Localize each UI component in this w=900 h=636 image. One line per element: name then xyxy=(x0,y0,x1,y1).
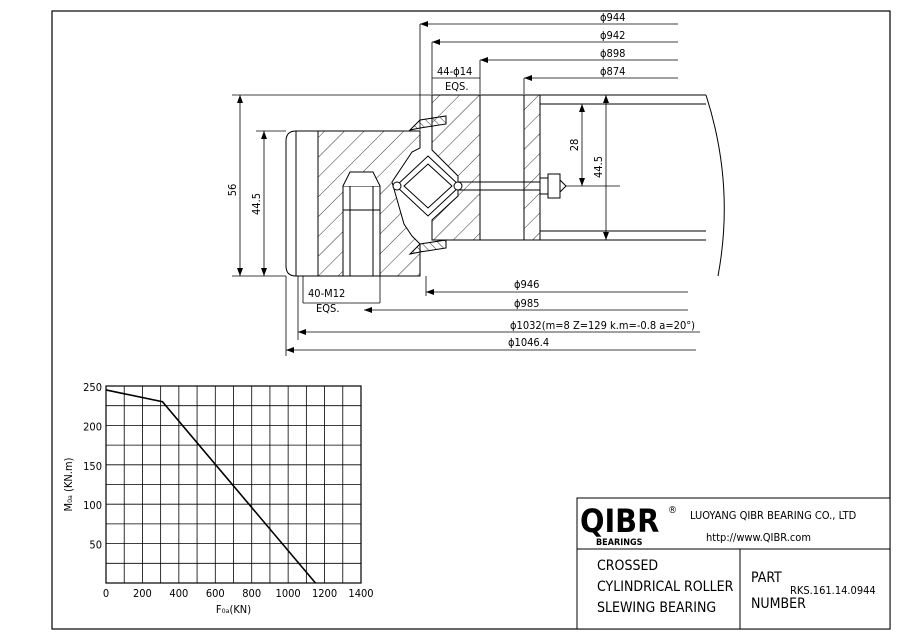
dim-1032: ϕ1032(m=8 Z=129 k.m=-0.8 a=20°) xyxy=(510,319,695,332)
description-line-3: SLEWING BEARING xyxy=(597,600,716,616)
y-tick-label: 250 xyxy=(83,381,102,394)
dim-height-44-5-right: 44.5 xyxy=(592,156,605,178)
dim-1046: ϕ1046.4 xyxy=(508,336,549,349)
dim-946: ϕ946 xyxy=(514,278,539,291)
grease-nipple xyxy=(458,173,567,199)
part-label-1: PART xyxy=(751,570,782,586)
dimension-lines xyxy=(232,23,700,356)
load-chart: 0 200 400 600 800 1000 1200 1400 50 100 150 200 250F… xyxy=(62,381,374,616)
dim-height-28: 28 xyxy=(568,139,581,152)
outer-ring xyxy=(285,130,421,277)
registered-mark: ® xyxy=(668,505,677,516)
y-axis-label: M₀ₐ (KN.m) xyxy=(62,457,75,511)
dim-eqs-2: EQS. xyxy=(316,302,339,315)
y-tick-label: 200 xyxy=(83,420,102,433)
logo-subtext: BEARINGS xyxy=(596,538,643,548)
x-tick-label: 1000 xyxy=(276,587,301,600)
dim-height-44-5-left: 44.5 xyxy=(250,193,263,215)
x-tick-label: 1400 xyxy=(348,587,373,600)
roller xyxy=(392,155,463,217)
dim-942: ϕ942 xyxy=(600,29,625,42)
x-tick-label: 200 xyxy=(133,587,152,600)
x-tick-label: 400 xyxy=(169,587,188,600)
part-number: RKS.161.14.0944 xyxy=(790,584,876,597)
description-line-2: CYLINDRICAL ROLLER xyxy=(597,579,734,595)
bearing-section xyxy=(285,94,725,277)
x-tick-label: 600 xyxy=(206,587,225,600)
x-axis-label: F₀ₐ(KN) xyxy=(216,603,251,616)
drawing-border xyxy=(51,10,891,630)
dim-height-56: 56 xyxy=(226,184,239,197)
logo-text: QIBR xyxy=(580,502,659,540)
qibr-logo: QIBR BEARINGS ® xyxy=(580,502,677,548)
part-label-2: NUMBER xyxy=(751,596,806,612)
y-tick-label: 150 xyxy=(83,460,102,473)
dimension-labels: ϕ944 ϕ942 ϕ898 ϕ874 44-ϕ14 EQS. 56 44.5 … xyxy=(226,11,695,349)
dimension-arrows xyxy=(237,21,609,353)
inner-ring xyxy=(431,94,725,277)
x-tick-label: 800 xyxy=(242,587,261,600)
dim-holes-inner: 44-ϕ14 xyxy=(437,65,472,78)
y-tick-label: 50 xyxy=(89,539,102,552)
company-name: LUOYANG QIBR BEARING CO., LTD xyxy=(690,509,857,522)
dim-944: ϕ944 xyxy=(600,11,625,24)
description-line-1: CROSSED xyxy=(597,558,658,574)
dim-holes-outer: 40-M12 xyxy=(308,287,345,300)
title-block xyxy=(576,497,891,630)
x-tick-label: 1200 xyxy=(312,587,337,600)
dim-eqs-1: EQS. xyxy=(445,80,468,93)
load-curve-line xyxy=(105,389,317,584)
plot-frame xyxy=(105,385,362,584)
dim-898: ϕ898 xyxy=(600,47,625,60)
company-url: http://www.QIBR.com xyxy=(706,531,811,544)
dim-985: ϕ985 xyxy=(514,297,539,310)
x-tick-label: 0 xyxy=(103,587,109,600)
dim-874: ϕ874 xyxy=(600,65,625,78)
y-tick-label: 100 xyxy=(83,499,102,512)
